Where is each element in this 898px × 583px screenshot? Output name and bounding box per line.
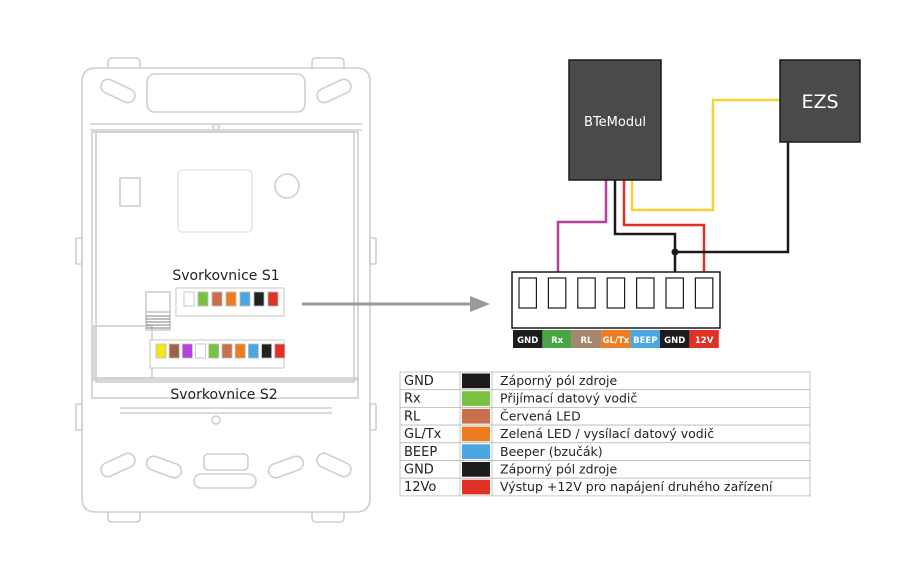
s2-terminals [155, 343, 286, 359]
strip-label-bg [542, 330, 572, 348]
arrow-icon [302, 296, 490, 312]
s2-terminal [221, 343, 233, 359]
s2-terminal [195, 343, 207, 359]
legend-name: Rx [404, 392, 421, 407]
legend-swatch [462, 373, 490, 389]
legend-name: GL/Tx [404, 427, 442, 442]
s1-terminal [225, 291, 237, 307]
s2-terminal [234, 343, 246, 359]
s2-terminal [261, 343, 273, 359]
s1-terminal [267, 291, 279, 307]
s1-terminal [211, 291, 223, 307]
connector-grille [146, 315, 170, 329]
legend-name: 12Vo [404, 480, 436, 495]
s1-terminals [183, 291, 279, 307]
strip-slot [577, 277, 596, 309]
legend-description: Záporný pól zdroje [500, 373, 618, 388]
legend-name: GND [404, 374, 434, 389]
s1-label: Svorkovnice S1 [172, 268, 279, 284]
strip-label: Rx [551, 336, 564, 346]
device-housing [75, 57, 377, 523]
legend-swatch [462, 408, 490, 424]
strip-label-bg [571, 330, 602, 348]
strip-label-bg [601, 330, 631, 348]
legend-name: GND [404, 463, 434, 478]
s2-label: Svorkovnice S2 [170, 387, 277, 403]
ezs-label: EZS [801, 91, 838, 113]
strip-label: 12V [695, 336, 714, 346]
wire-yellow [630, 98, 784, 212]
strip-slot [518, 277, 537, 309]
junction-dot [671, 248, 679, 256]
strip-label-bg [630, 330, 660, 348]
s1-terminal [253, 291, 265, 307]
legend-description: Přijímací datový vodič [500, 391, 637, 406]
strip-slot [665, 277, 684, 309]
wire-black-ezs [675, 116, 790, 254]
btemodul-box [568, 59, 662, 181]
strip-slot [635, 277, 655, 309]
legend-swatch [462, 426, 490, 442]
strip-label: GND [517, 336, 538, 346]
ezs-box [779, 59, 861, 143]
legend-name: RL [404, 409, 421, 424]
legend-name: BEEP [404, 445, 437, 460]
s2-terminal [181, 343, 193, 359]
strip-label: RL [581, 336, 594, 346]
strip-slot [606, 277, 626, 309]
legend-description: Výstup +12V pro napájení druhého zařízen… [500, 479, 773, 494]
strip-label-bg [513, 330, 543, 348]
legend-swatch [462, 479, 490, 495]
s1-terminal [183, 291, 195, 307]
legend-swatch [462, 462, 490, 477]
strip-label: GL/Tx [603, 336, 630, 346]
legend-row [399, 406, 811, 426]
btemodul-label: BTeModul [584, 115, 646, 130]
legend-row [399, 442, 811, 461]
strip-label: GND [664, 336, 685, 346]
s2-terminal [168, 343, 180, 359]
legend-row [399, 477, 811, 497]
legend-swatch [462, 444, 490, 459]
s1-terminal [197, 291, 209, 307]
wire-magenta [556, 180, 608, 310]
wires [556, 98, 790, 310]
s2-terminal [274, 343, 286, 359]
legend-description: Červená LED [500, 408, 581, 423]
s2-terminal [155, 343, 167, 359]
strip-label-bg [689, 330, 719, 348]
legend-swatch [462, 391, 490, 406]
strip-slot [694, 277, 714, 309]
s1-terminal [239, 291, 251, 307]
legend-description: Záporný pól zdroje [500, 462, 618, 477]
legend-description: Beeper (bzučák) [500, 444, 603, 459]
s2-terminal [208, 343, 220, 359]
legend-description: Zelená LED / vysílací datový vodič [500, 426, 714, 441]
strip-slot [547, 277, 567, 309]
strip-label: BEEP [633, 336, 657, 346]
wire-red [622, 180, 706, 310]
s2-terminal [247, 343, 259, 359]
strip-label-bg [660, 330, 690, 348]
